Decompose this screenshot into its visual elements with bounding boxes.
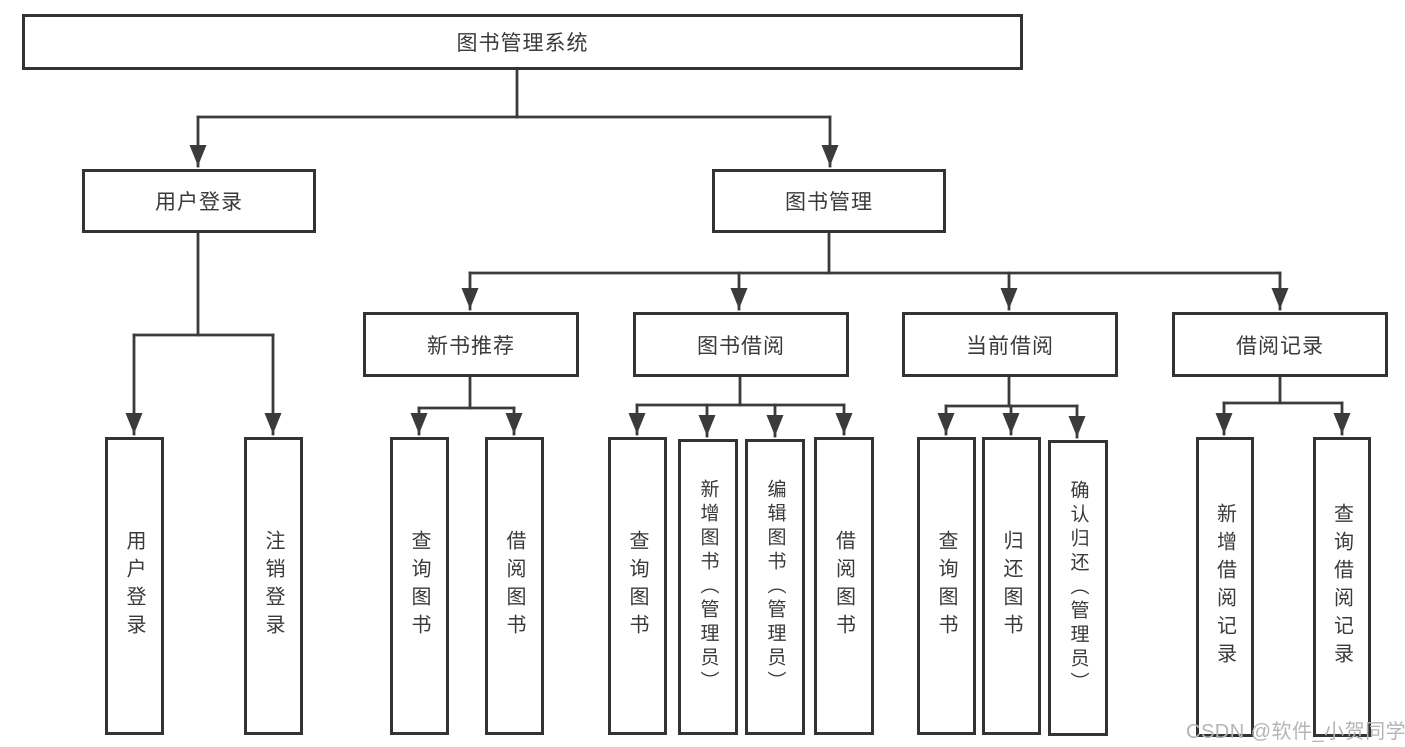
watermark: CSDN @软件_小贺同学 (1186, 721, 1405, 743)
leaf-add-borrow-record: 新增借阅记录 (1196, 437, 1254, 737)
node-book-management: 图书管理 (712, 169, 946, 233)
leaf-query-book-borrowing: 查询图书 (608, 437, 667, 735)
node-user-login: 用户登录 (82, 169, 316, 233)
leaf-edit-book-admin: 编辑图书（管理员） (745, 439, 805, 735)
node-book-borrowing: 图书借阅 (633, 312, 849, 377)
node-library-management-system: 图书管理系统 (22, 14, 1023, 70)
node-current-borrowing: 当前借阅 (902, 312, 1118, 377)
leaf-query-borrow-record: 查询借阅记录 (1313, 437, 1371, 737)
leaf-borrow-book-borrowing: 借阅图书 (814, 437, 874, 735)
node-new-book-recommendation: 新书推荐 (363, 312, 579, 377)
leaf-borrow-book-recommend: 借阅图书 (485, 437, 544, 735)
leaf-query-book-recommend: 查询图书 (390, 437, 449, 735)
leaf-add-book-admin: 新增图书（管理员） (678, 439, 738, 735)
leaf-logout: 注销登录 (244, 437, 303, 735)
leaf-confirm-return-admin: 确认归还（管理员） (1048, 440, 1108, 736)
node-borrowing-records: 借阅记录 (1172, 312, 1388, 377)
leaf-user-login: 用户登录 (105, 437, 164, 735)
leaf-query-book-current: 查询图书 (917, 437, 976, 735)
leaf-return-book: 归还图书 (982, 437, 1041, 735)
